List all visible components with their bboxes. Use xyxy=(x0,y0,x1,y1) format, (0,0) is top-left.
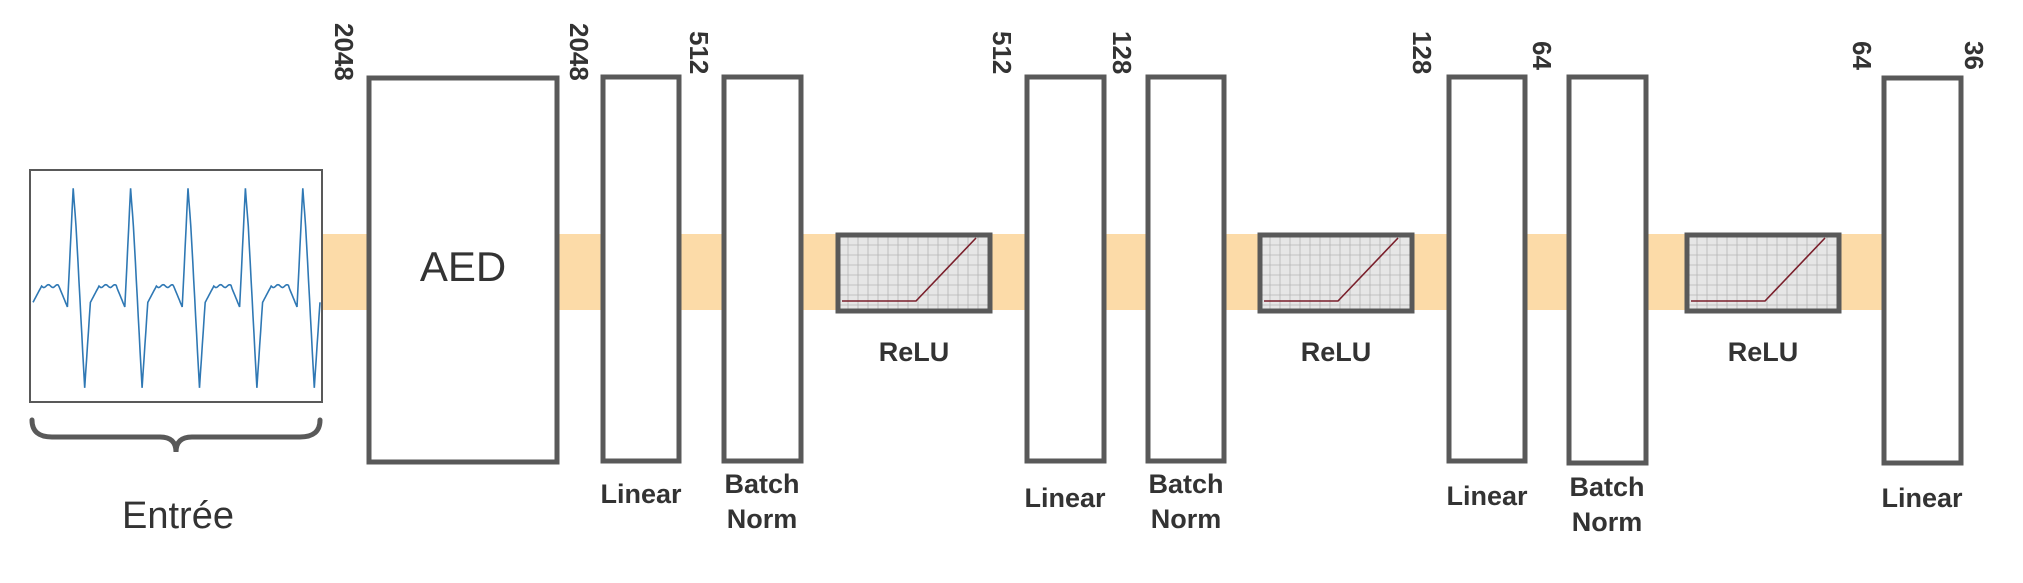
dim-label: 512 xyxy=(987,31,1017,74)
relu-2-label: ReLU xyxy=(1301,337,1372,367)
dim-label: 512 xyxy=(684,31,714,74)
relu-background xyxy=(1260,235,1412,311)
linear-1-block xyxy=(600,74,682,464)
linear-3-label: Linear xyxy=(1446,481,1528,511)
aed-label: AED xyxy=(420,243,506,290)
input-label: Entrée xyxy=(122,495,234,537)
relu-background xyxy=(838,235,990,311)
relu-1-block xyxy=(835,232,993,314)
relu-background xyxy=(1687,235,1839,311)
batchnorm-3-label-line1: Batch xyxy=(1569,472,1644,502)
input-waveform xyxy=(32,188,321,388)
relu-1-label: ReLU xyxy=(879,337,950,367)
dim-label: 64 xyxy=(1527,41,1557,70)
dim-label: 64 xyxy=(1847,41,1877,70)
dim-label: 2048 xyxy=(329,23,359,81)
linear-4-block xyxy=(1881,75,1964,466)
relu-2-block xyxy=(1257,232,1415,314)
relu-activation-curve xyxy=(842,237,977,302)
aed-block xyxy=(366,75,560,465)
relu-border xyxy=(1684,232,1842,314)
batchnorm-2-label-line2: Norm xyxy=(1151,504,1222,534)
relu-activation-curve xyxy=(1691,237,1826,302)
dim-label: 2048 xyxy=(564,23,594,81)
batchnorm-3-label-line2: Norm xyxy=(1572,507,1643,537)
dim-label: 128 xyxy=(1107,31,1137,74)
input-signal-panel xyxy=(29,169,323,403)
input-brace-icon xyxy=(29,417,323,453)
linear-2-block xyxy=(1024,74,1107,464)
relu-3-block xyxy=(1684,232,1842,314)
batchnorm-1-label-line2: Norm xyxy=(727,504,798,534)
linear-3-block xyxy=(1446,74,1528,464)
linear-2-label: Linear xyxy=(1024,483,1106,513)
batchnorm-1-block xyxy=(721,74,804,464)
relu-3-label: ReLU xyxy=(1728,337,1799,367)
dim-label: 128 xyxy=(1407,31,1437,74)
relu-activation-curve xyxy=(1264,237,1399,302)
relu-border xyxy=(1257,232,1415,314)
dim-label: 36 xyxy=(1959,41,1989,70)
batchnorm-1-label-line1: Batch xyxy=(724,469,799,499)
linear-1-label: Linear xyxy=(600,479,682,509)
batchnorm-2-block xyxy=(1145,74,1227,464)
relu-border xyxy=(835,232,993,314)
batchnorm-2-label-line1: Batch xyxy=(1148,469,1223,499)
linear-4-label: Linear xyxy=(1881,483,1963,513)
batchnorm-3-block xyxy=(1566,74,1649,466)
